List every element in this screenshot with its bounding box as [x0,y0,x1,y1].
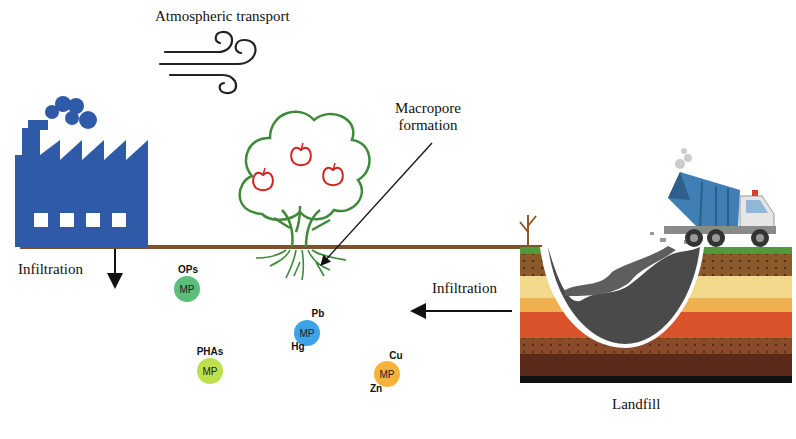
pollutant-label: OPs [178,264,198,275]
apple-icons [253,148,343,190]
microplastic-circle: MP [197,358,223,384]
pollutant-label: PHAs [197,346,224,357]
text-label: Landfill [612,396,660,413]
infiltration-arrow [114,249,116,285]
pollutant-label: Zn [370,383,382,394]
pollutant-label: Pb [312,308,325,319]
factory-icon [15,96,148,247]
bare-tree [520,215,536,247]
garbage-truck [664,148,776,247]
leader-arrow [322,143,432,264]
microplastic-circle: MP [174,276,200,302]
tree-icon [240,112,370,247]
wind-symbol [160,32,255,93]
node-text: MP [380,369,395,380]
node-text: MP [180,284,195,295]
text-label: Infiltration [432,280,497,297]
text-label: Macropore formation [383,100,473,134]
text-label: Infiltration [18,261,83,278]
pollutant-label: Hg [291,341,304,352]
pollutant-label: Cu [389,350,402,361]
infiltration-arrow [414,310,512,312]
landfill-section [520,246,792,383]
text-label: Atmospheric transport [155,8,290,25]
node-text: MP [300,328,315,339]
node-text: MP [203,366,218,377]
